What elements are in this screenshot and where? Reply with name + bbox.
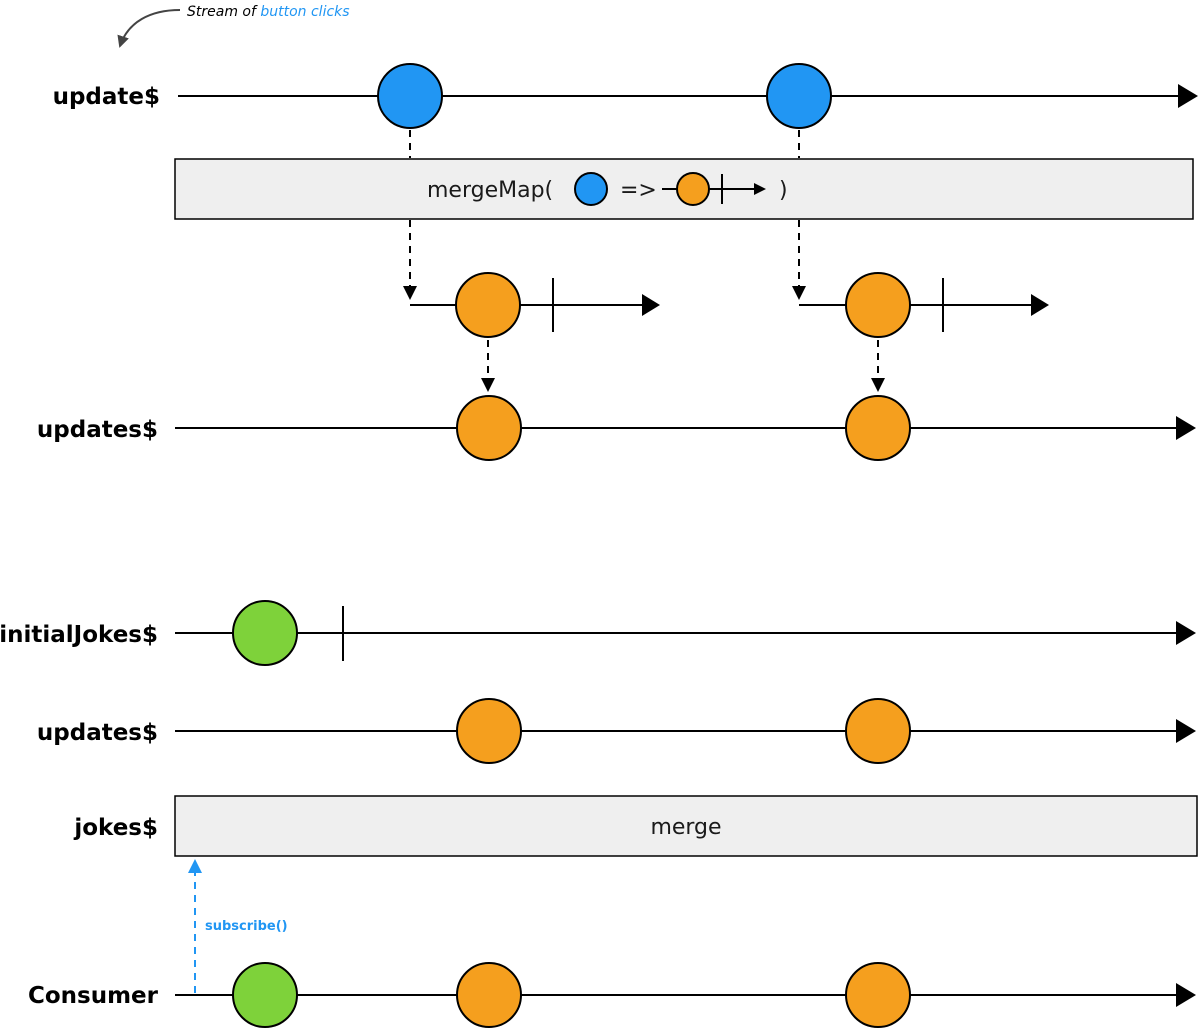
- dash-arrowhead-1: [403, 286, 417, 300]
- inner-stream-1: [410, 272, 660, 338]
- stream-updates-again: updates$: [37, 698, 1196, 764]
- consumer-marble-update-1: [456, 962, 522, 1028]
- initial-jokes-marble: [232, 600, 298, 666]
- merge-map-output-marble-icon: [676, 172, 710, 206]
- inner-arrowhead-1: [642, 294, 660, 316]
- dash-arrowhead-2: [792, 286, 806, 300]
- timeline-arrowhead: [1176, 621, 1196, 645]
- projection-arrows: [403, 130, 806, 300]
- inner-stream-2: [799, 272, 1049, 338]
- stream-label-jokes: jokes$: [73, 815, 158, 841]
- stream-initial-jokes: initialJokes$: [0, 600, 1196, 666]
- merge-map-inner-arrowhead: [754, 183, 766, 195]
- annotation-prefix: Stream of: [187, 4, 260, 20]
- click-marble-1: [377, 63, 443, 129]
- merge-map-input-marble-icon: [574, 172, 608, 206]
- flatten-arrowhead-1: [481, 378, 495, 392]
- merge-box: [174, 795, 1198, 857]
- timeline-arrowhead: [1178, 84, 1198, 108]
- stream-updates: updates$: [37, 395, 1196, 461]
- consumer-marble-update-2: [845, 962, 911, 1028]
- annotation-button-clicks: Stream of button clicks: [117, 4, 350, 48]
- subscribe-arrowhead: [188, 859, 202, 873]
- stream-update-clicks: update$: [53, 63, 1198, 129]
- update-again-marble-2: [845, 698, 911, 764]
- inner-marble-2: [845, 272, 911, 338]
- stream-label-consumer: Consumer: [28, 983, 159, 1009]
- annotation-accent: button clicks: [260, 4, 349, 20]
- annotation-curved-arrow: [117, 9, 181, 48]
- click-marble-2: [766, 63, 832, 129]
- operator-merge: jokes$ merge: [73, 795, 1198, 857]
- timeline-arrowhead: [1176, 416, 1196, 440]
- flatten-arrows: [481, 340, 885, 392]
- consumer-marble-initial: [232, 962, 298, 1028]
- update-marble-2: [845, 395, 911, 461]
- update-marble-1: [456, 395, 522, 461]
- timeline-arrowhead: [1176, 719, 1196, 743]
- annotation-text: Stream of button clicks: [187, 4, 350, 20]
- update-again-marble-1: [456, 698, 522, 764]
- inner-arrowhead-2: [1031, 294, 1049, 316]
- stream-label-update-clicks: update$: [53, 84, 160, 110]
- merge-map-arrow-text: =>: [620, 178, 657, 203]
- merge-label: merge: [650, 815, 721, 840]
- merge-map-label: mergeMap(: [427, 178, 553, 203]
- subscribe-arrow: subscribe(): [188, 859, 288, 993]
- merge-map-close-paren: ): [779, 178, 788, 203]
- stream-label-updates: updates$: [37, 417, 158, 443]
- timeline-arrowhead: [1176, 983, 1196, 1007]
- stream-label-initial-jokes: initialJokes$: [0, 622, 158, 648]
- stream-consumer: Consumer: [28, 962, 1196, 1028]
- operator-merge-map: mergeMap( => ): [174, 158, 1194, 220]
- subscribe-label: subscribe(): [205, 919, 288, 934]
- inner-marble-1: [455, 272, 521, 338]
- flatten-arrowhead-2: [871, 378, 885, 392]
- stream-label-updates-again: updates$: [37, 720, 158, 746]
